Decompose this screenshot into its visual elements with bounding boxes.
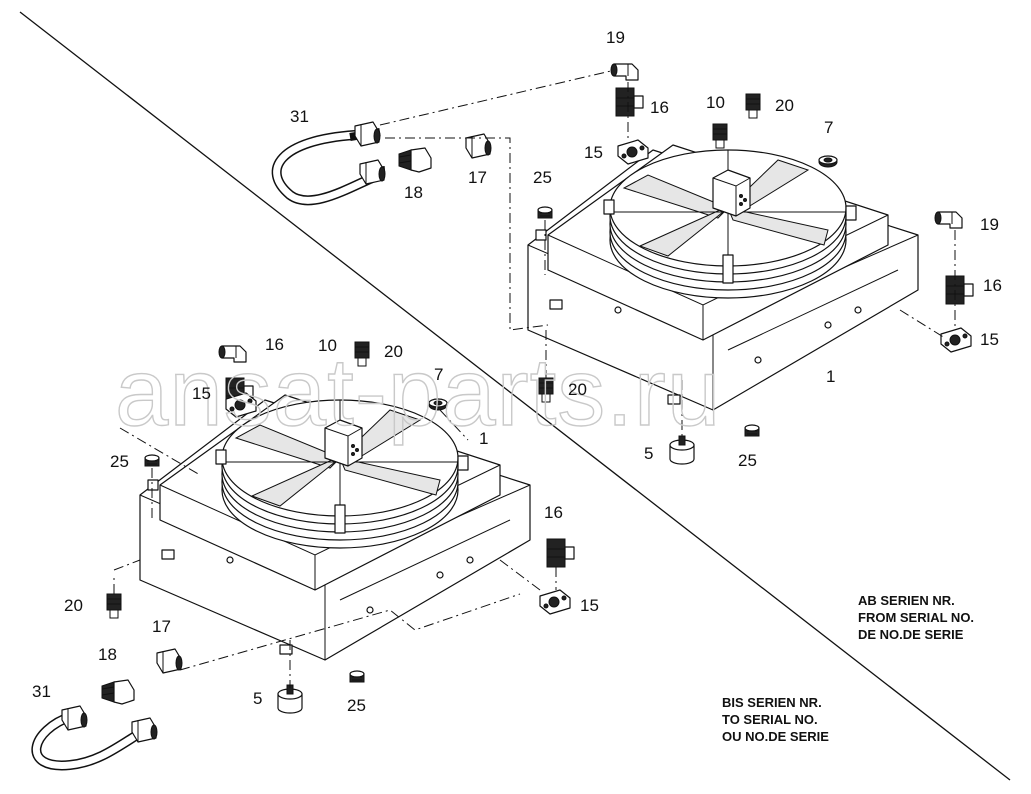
callout-7b: 7 (434, 365, 443, 384)
callout-18b: 18 (98, 645, 117, 664)
callout-31b: 31 (32, 682, 51, 701)
callout-16d: 16 (544, 503, 563, 522)
callout-16b: 16 (983, 276, 1002, 295)
callout-25b: 25 (738, 451, 757, 470)
watermark: ansat-parts.ru (115, 339, 721, 446)
callout-15d: 15 (580, 596, 599, 615)
callout-10b: 10 (318, 336, 337, 355)
callout-19b: 19 (980, 215, 999, 234)
callout-16c: 16 (265, 335, 284, 354)
callout-17b: 17 (152, 617, 171, 636)
callouts-lower: 16 10 20 15 7 1 25 16 20 17 15 18 31 5 2… (32, 335, 599, 715)
callout-15: 15 (584, 143, 603, 162)
callout-31: 31 (290, 107, 309, 126)
callout-20c: 20 (384, 342, 403, 361)
fittings-upper (271, 63, 974, 465)
callouts-upper: 19 16 10 20 31 15 7 18 17 25 19 16 15 20… (290, 28, 1002, 470)
note-to-serial: BIS SERIEN NR. TO SERIAL NO. OU NO.DE SE… (722, 695, 829, 744)
callout-5b: 5 (253, 689, 262, 708)
callout-20d: 20 (64, 596, 83, 615)
callout-10: 10 (706, 93, 725, 112)
note-from-serial: AB SERIEN NR. FROM SERIAL NO. DE NO.DE S… (858, 593, 974, 642)
callout-25c: 25 (110, 452, 129, 471)
separator-line (19, 11, 1011, 781)
hose-upper (271, 130, 377, 206)
callout-18: 18 (404, 183, 423, 202)
callout-25d: 25 (347, 696, 366, 715)
callout-5: 5 (644, 444, 653, 463)
callout-20: 20 (775, 96, 794, 115)
callout-19: 19 (606, 28, 625, 47)
note-from-line-3: DE NO.DE SERIE (858, 627, 964, 642)
note-to-line-3: OU NO.DE SERIE (722, 729, 829, 744)
callout-7: 7 (824, 118, 833, 137)
note-from-line-2: FROM SERIAL NO. (858, 610, 974, 625)
note-from-line-1: AB SERIEN NR. (858, 593, 955, 608)
callout-20b: 20 (568, 380, 587, 399)
callout-16: 16 (650, 98, 669, 117)
fittings-lower (31, 341, 575, 771)
callout-1b: 1 (479, 429, 488, 448)
callout-1: 1 (826, 367, 835, 386)
note-to-line-1: BIS SERIEN NR. (722, 695, 822, 710)
callout-15c: 15 (192, 384, 211, 403)
callout-17: 17 (468, 168, 487, 187)
note-to-line-2: TO SERIAL NO. (722, 712, 818, 727)
callout-25: 25 (533, 168, 552, 187)
callout-15b: 15 (980, 330, 999, 349)
